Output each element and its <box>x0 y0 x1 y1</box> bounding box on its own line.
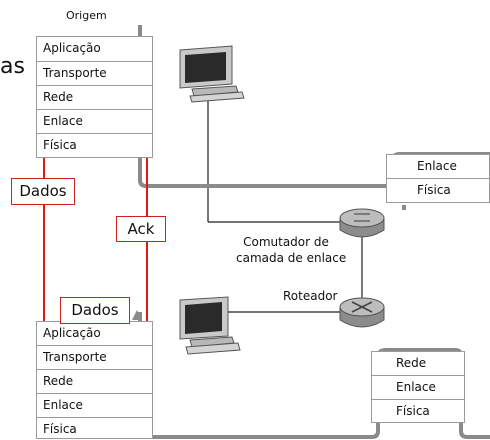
path-marker <box>132 310 142 320</box>
bottom-layer-physical: Física <box>43 422 77 436</box>
bottom-layer-application: Aplicação <box>37 322 152 346</box>
top-layer-transport: Transporte <box>37 62 152 86</box>
bottom-layer-link: Enlace <box>37 394 152 418</box>
top-layer-network: Rede <box>37 86 152 110</box>
top-layer-physical: Física <box>43 138 77 152</box>
origin-label: Origem <box>66 9 107 22</box>
router-layer-link: Enlace <box>372 376 464 400</box>
switch-label-line2: camada de enlace <box>236 251 347 265</box>
bottom-layer-network: Rede <box>37 370 152 394</box>
ack-label: Ack <box>116 216 166 242</box>
bottom-protocol-stack: Aplicação Transporte Rede Enlace Física <box>36 321 153 439</box>
router-icon <box>339 297 385 328</box>
switch-layer-link: Enlace <box>387 155 489 179</box>
top-protocol-stack: Aplicação Transporte Rede Enlace Física <box>36 36 153 158</box>
top-computer-icon <box>179 45 245 103</box>
switch-layer-physical: Física <box>417 183 451 197</box>
bottom-computer-icon <box>179 296 241 355</box>
dados-label-bottom: Dados <box>60 297 130 324</box>
cut-text-left: as <box>0 54 25 79</box>
router-protocol-stack: Rede Enlace Física <box>371 351 465 423</box>
router-layer-network: Rede <box>372 352 464 376</box>
router-layer-physical: Física <box>396 404 430 418</box>
bottom-layer-transport: Transporte <box>37 346 152 370</box>
switch-icon <box>339 208 385 238</box>
switch-label-line1: Comutador de <box>243 235 329 249</box>
switch-protocol-stack: Enlace Física <box>386 154 490 203</box>
router-label: Roteador <box>283 289 338 303</box>
top-layer-link: Enlace <box>37 110 152 134</box>
top-layer-application: Aplicação <box>37 37 152 62</box>
dados-label-top: Dados <box>11 178 75 205</box>
switch-label: Comutador de camada de enlace <box>236 234 347 266</box>
